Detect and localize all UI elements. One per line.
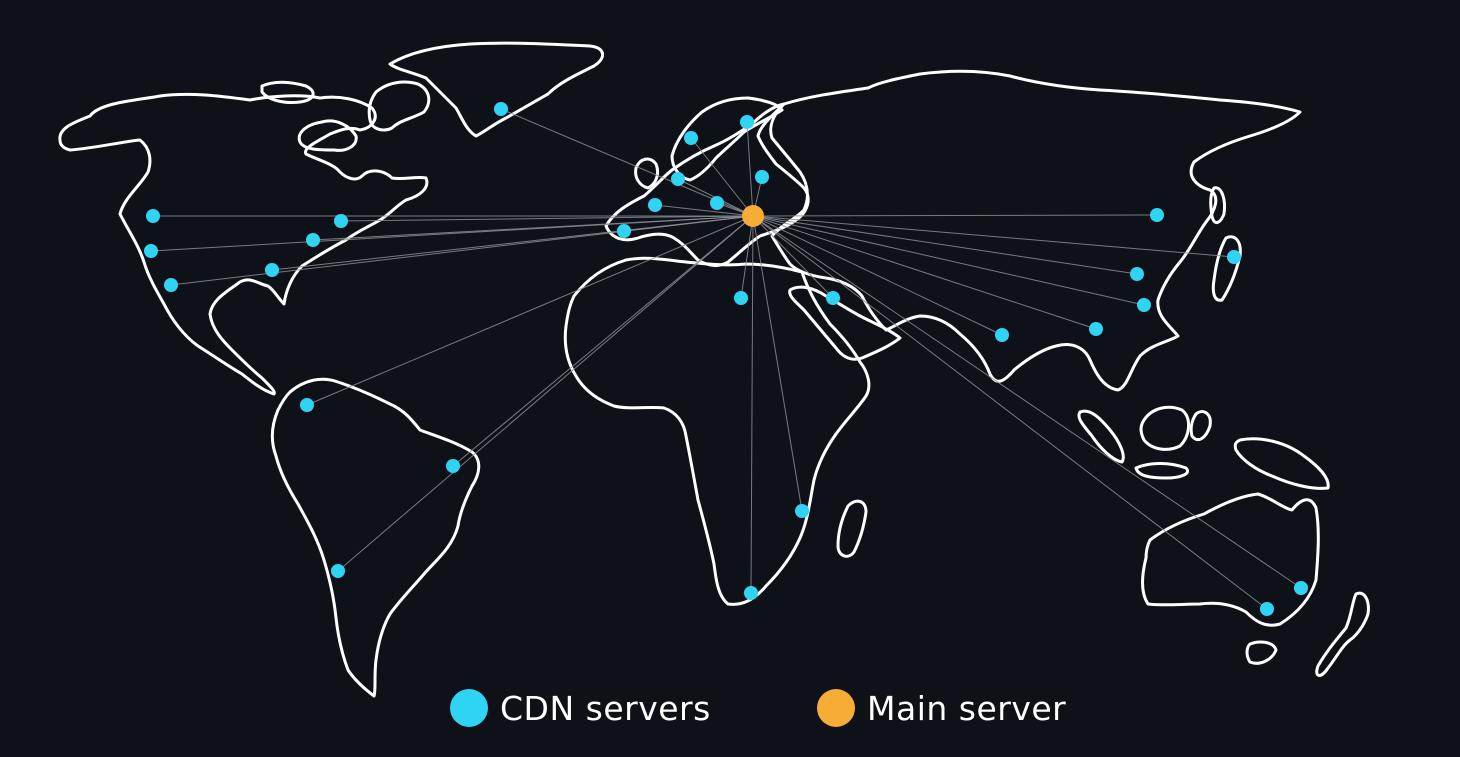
cdn-server-norway (684, 131, 698, 145)
link-south-africa (750, 215, 754, 594)
cdn-server-us-northeast (334, 214, 348, 228)
connection-lines (150, 108, 1302, 610)
cdn-server-china-south (1137, 298, 1151, 312)
link-china-east (752, 215, 1138, 275)
link-china-north (752, 214, 1158, 217)
server-nodes (144, 102, 1308, 616)
link-china-south (752, 215, 1145, 306)
link-us-east (312, 215, 754, 241)
new-guinea-outline (1233, 437, 1330, 490)
link-japan (752, 215, 1235, 258)
arctic-island-outline (260, 80, 315, 104)
philippines-outline (1189, 410, 1212, 442)
main-legend-label: Main server (867, 688, 1067, 728)
canada-islands-outline (297, 119, 358, 152)
uk-outline (634, 157, 660, 190)
cdn-server-india (995, 328, 1009, 342)
hudson-outline (367, 80, 431, 132)
europe-outline (604, 102, 810, 268)
main-legend-dot (817, 689, 855, 727)
cdn-server-japan (1227, 250, 1241, 264)
borneo-outline (1139, 405, 1190, 451)
cdn-server-us-northwest (146, 209, 160, 223)
scandinavia-outline (670, 96, 784, 182)
cdn-server-us-southwest (164, 278, 178, 292)
cdn-server-egypt (734, 291, 748, 305)
arabia-outline (788, 285, 902, 361)
link-us-northeast (340, 215, 754, 222)
cdn-server-brazil (446, 459, 460, 473)
tasmania-outline (1245, 640, 1278, 665)
cdn-server-greenland (494, 102, 508, 116)
link-india (752, 215, 1003, 336)
link-australia-south (752, 215, 1268, 610)
cdn-server-china-east (1130, 267, 1144, 281)
cdn-server-spain (617, 224, 631, 238)
sakhalin-outline (1209, 186, 1226, 224)
main-server-node (742, 205, 764, 227)
link-finland (746, 121, 754, 217)
north-america-outline (58, 92, 429, 396)
link-australia-east (752, 215, 1302, 589)
link-chile (337, 215, 754, 572)
link-brazil (452, 215, 754, 467)
australia-outline (1141, 492, 1320, 627)
link-norway (690, 137, 754, 217)
cdn-server-saudi-arabia (826, 291, 840, 305)
cdn-server-us-southeast (265, 263, 279, 277)
cdn-server-us-west (144, 244, 158, 258)
cdn-server-colombia (300, 398, 314, 412)
cdn-server-us-east (306, 233, 320, 247)
cdn-server-france (648, 198, 662, 212)
cdn-server-australia-south (1260, 602, 1274, 616)
africa-outline (563, 256, 871, 606)
cdn-server-southeast-asia (1089, 322, 1103, 336)
japan-outline (1211, 235, 1242, 302)
cdn-server-finland (740, 115, 754, 129)
link-egypt (740, 215, 754, 299)
cdn-server-poland (755, 170, 769, 184)
cdn-server-china-north (1150, 208, 1164, 222)
cdn-server-south-africa (744, 586, 758, 600)
link-southeast-asia (752, 215, 1097, 330)
cdn-legend-label: CDN servers (500, 688, 711, 728)
link-greenland (500, 108, 754, 217)
legend-item-cdn: CDN servers (450, 686, 711, 730)
cdn-legend-dot (450, 689, 488, 727)
cdn-server-uk (671, 172, 685, 186)
legend-item-main: Main server (817, 686, 1066, 730)
madagascar-outline (836, 499, 868, 558)
cdn-server-chile (331, 564, 345, 578)
cdn-server-australia-east (1294, 581, 1308, 595)
continent-outlines (58, 41, 1370, 698)
greenland-outline (388, 41, 604, 138)
new-zealand-outline (1315, 591, 1370, 677)
link-us-southwest (170, 215, 754, 286)
sumatra-outline (1077, 409, 1125, 464)
link-kenya (752, 215, 803, 512)
cdn-server-kenya (795, 504, 809, 518)
legend: CDN servers Main server (0, 686, 1460, 736)
link-saudi-arabia (752, 215, 834, 299)
link-france (654, 204, 754, 217)
java-outline (1134, 462, 1189, 480)
asia-outline (769, 69, 1302, 392)
link-us-southeast (271, 215, 754, 271)
south-america-outline (270, 377, 481, 698)
cdn-server-italy (710, 196, 724, 210)
link-colombia (306, 215, 754, 406)
